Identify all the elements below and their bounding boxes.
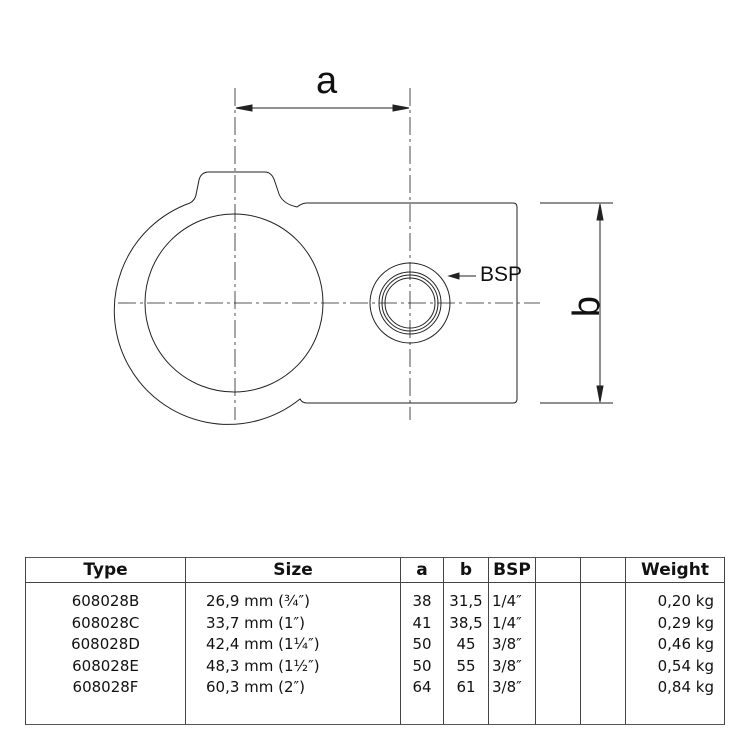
table-cell: 42,4 mm (1¼″) <box>206 635 320 653</box>
table-cell: 64 <box>412 678 432 696</box>
bsp-arrow <box>447 272 476 280</box>
bsp-label: BSP <box>480 263 523 286</box>
table-cell: 1/4″ <box>492 613 522 632</box>
dimension-a <box>235 104 410 112</box>
empty-column <box>535 582 581 725</box>
table-cell: 41 <box>412 613 432 632</box>
table-cell: 608028D <box>71 635 140 653</box>
table-cell: 608028C <box>71 613 140 632</box>
table-cell: 0,54 kg <box>657 656 714 675</box>
table-cell: 0,84 kg <box>657 678 714 696</box>
dim-b-label: b <box>566 295 609 318</box>
table-body: 608028B 608028C 608028D 608028E 608028F 26,9… <box>25 582 725 725</box>
centerlines <box>118 88 540 420</box>
dim-a-label: a <box>316 60 338 102</box>
table-cell: 50 <box>412 635 432 653</box>
table-cell: 55 <box>456 656 476 675</box>
table-cell: 608028E <box>72 656 139 675</box>
table-cell: 48,3 mm (1½″) <box>206 656 320 675</box>
header-size: Size <box>185 557 401 583</box>
table-cell: 608028F <box>72 678 139 696</box>
bsp-thread <box>369 262 451 344</box>
size-column: 26,9 mm (¾″) 33,7 mm (1″) 42,4 mm (1¼″) 48,… <box>185 582 401 725</box>
table-cell: 38 <box>412 592 432 610</box>
table-cell: 1/4″ <box>492 592 522 610</box>
table-cell: 3/8″ <box>492 635 522 653</box>
tube-bore <box>144 213 324 393</box>
table-cell: 45 <box>456 635 476 653</box>
table-cell: 0,46 kg <box>657 635 714 653</box>
table-cell: 60,3 mm (2″) <box>206 678 306 696</box>
bsp-column: 1/4″ 1/4″ 3/8″ 3/8″ 3/8″ <box>488 582 536 725</box>
table-cell: 33,7 mm (1″) <box>206 613 306 632</box>
fitting-outline <box>113 171 518 425</box>
table-cell: 0,20 kg <box>657 592 714 610</box>
header-bsp: BSP <box>488 557 536 583</box>
table-cell: 31,5 <box>449 592 483 610</box>
header-empty <box>535 557 581 583</box>
header-b: b <box>443 557 489 583</box>
table-cell: 3/8″ <box>492 678 522 696</box>
dimension-b <box>540 202 613 404</box>
b-column: 31,5 38,5 45 55 61 <box>443 582 489 725</box>
weight-column: 0,20 kg 0,29 kg 0,46 kg 0,54 kg 0,84 kg <box>625 582 725 725</box>
empty-column <box>580 582 626 725</box>
table-cell: 3/8″ <box>492 656 522 675</box>
table-cell: 50 <box>412 656 432 675</box>
header-type: Type <box>25 557 186 583</box>
header-weight: Weight <box>625 557 725 583</box>
type-column: 608028B 608028C 608028D 608028E 608028F <box>25 582 186 725</box>
table-cell: 38,5 <box>449 613 483 632</box>
table-cell: 608028B <box>71 592 140 610</box>
a-column: 38 41 50 50 64 <box>400 582 444 725</box>
header-empty <box>580 557 626 583</box>
table-cell: 26,9 mm (¾″) <box>206 592 311 610</box>
table-cell: 0,29 kg <box>657 613 714 632</box>
fitting-drawing <box>113 88 613 425</box>
table-header: Type Size a b BSP Weight <box>25 557 725 583</box>
table-cell: 61 <box>456 678 476 696</box>
header-a: a <box>400 557 444 583</box>
